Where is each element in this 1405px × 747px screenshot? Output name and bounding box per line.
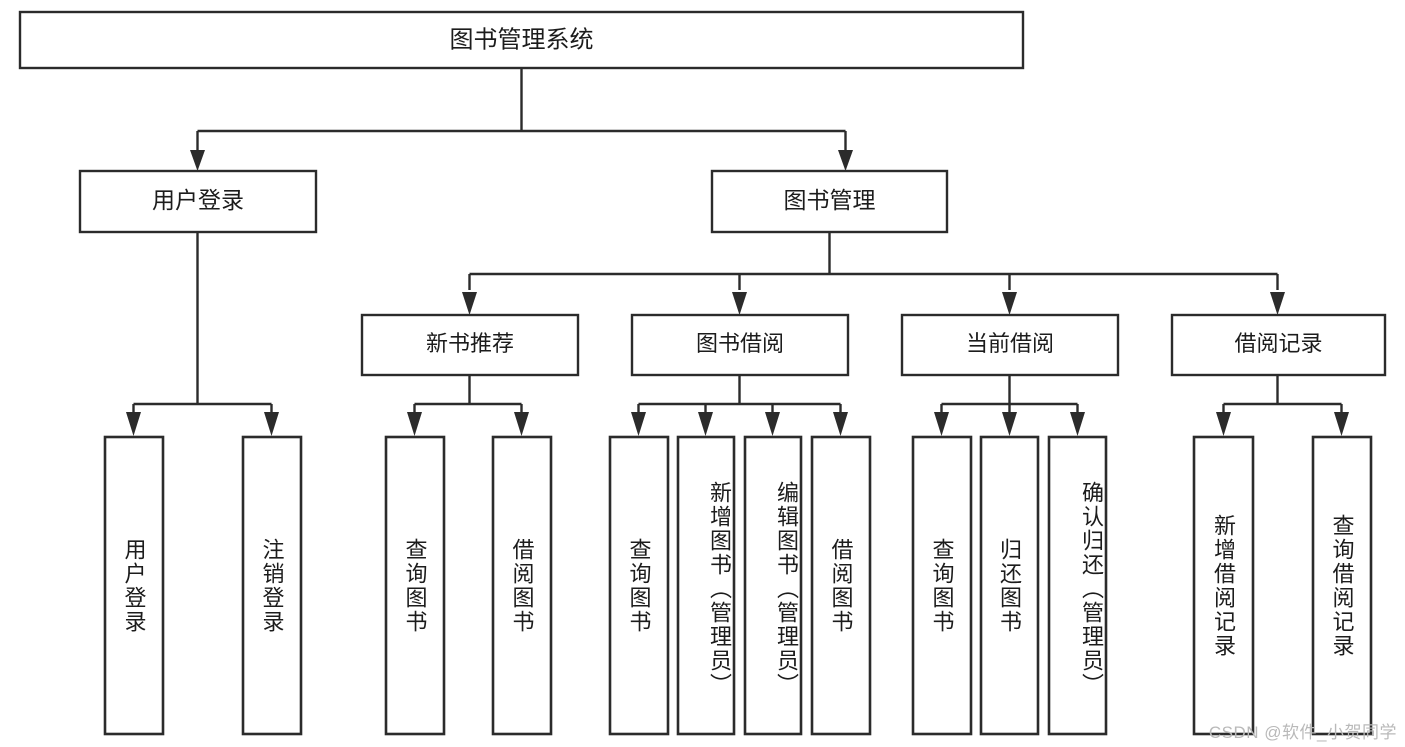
arrowhead-leaf-query-record (1334, 412, 1349, 436)
node-user-login-label: 用户登录 (152, 187, 244, 213)
leaf-return-book-box[interactable] (979, 435, 1040, 736)
node-root-box[interactable] (18, 10, 1025, 70)
node-root[interactable]: 图书管理系统 (18, 10, 1025, 70)
connector-layer (126, 68, 1349, 436)
node-new-book-recommend-label: 新书推荐 (426, 331, 514, 356)
node-new-book-recommend[interactable]: 新书推荐 (360, 313, 580, 377)
leaf-borrow-book-2-box[interactable] (810, 435, 872, 736)
arrowhead-leaf-logout-login (264, 412, 279, 436)
arrowhead-book-borrow (732, 292, 747, 315)
arrowhead-leaf-user-login (126, 412, 141, 436)
arrowhead-leaf-confirm-return (1070, 412, 1085, 436)
node-current-borrow[interactable]: 当前借阅 (900, 313, 1120, 377)
arrowhead-leaf-borrow-book-1 (514, 412, 529, 436)
node-book-manage[interactable]: 图书管理 (710, 169, 949, 234)
node-book-manage-label: 图书管理 (784, 187, 876, 213)
node-user-login-box[interactable] (78, 169, 318, 234)
csdn-watermark: CSDN @软件_小贺同学 (1208, 723, 1397, 742)
leaf-logout-login-box[interactable] (241, 435, 303, 736)
node-borrow-record-label: 借阅记录 (1234, 331, 1322, 356)
node-book-borrow-label: 图书借阅 (696, 331, 784, 356)
leaf-query-book-3-box[interactable] (911, 435, 973, 736)
node-new-book-recommend-box[interactable] (360, 313, 580, 377)
leaf-user-login-box[interactable] (103, 435, 165, 736)
arrowhead-leaf-add-book (698, 412, 713, 436)
node-borrow-record[interactable]: 借阅记录 (1170, 313, 1387, 377)
node-book-manage-box[interactable] (710, 169, 949, 234)
arrowhead-user-login (190, 150, 205, 171)
node-book-borrow-box[interactable] (630, 313, 850, 377)
node-book-borrow[interactable]: 图书借阅 (630, 313, 850, 377)
arrowhead-leaf-edit-book (765, 412, 780, 436)
leaf-box-layer (103, 435, 1373, 736)
arrowhead-leaf-borrow-book-2 (833, 412, 848, 436)
leaf-add-book-box[interactable] (676, 435, 736, 736)
arrowhead-leaf-query-book-1 (407, 412, 422, 436)
leaf-query-record-box[interactable] (1311, 435, 1373, 736)
arrowhead-book-manage (838, 150, 853, 171)
arrowhead-current-borrow (1002, 292, 1017, 315)
leaf-add-record-box[interactable] (1192, 435, 1255, 736)
leaf-edit-book-box[interactable] (743, 435, 803, 736)
node-borrow-record-box[interactable] (1170, 313, 1387, 377)
node-user-login[interactable]: 用户登录 (78, 169, 318, 234)
arrowhead-leaf-query-book-2 (631, 412, 646, 436)
node-current-borrow-label: 当前借阅 (966, 331, 1054, 356)
arrowhead-leaf-return-book (1002, 412, 1017, 436)
arrowhead-leaf-query-book-3 (934, 412, 949, 436)
arrowhead-new-book-recommend (462, 292, 477, 315)
node-root-label: 图书管理系统 (450, 26, 594, 53)
leaf-query-book-2-box[interactable] (608, 435, 670, 736)
leaf-borrow-book-1-box[interactable] (491, 435, 553, 736)
leaf-confirm-return-box[interactable] (1047, 435, 1108, 736)
leaf-query-book-1-box[interactable] (384, 435, 446, 736)
arrowhead-leaf-add-record (1216, 412, 1231, 436)
node-current-borrow-box[interactable] (900, 313, 1120, 377)
arrowhead-borrow-record (1270, 292, 1285, 315)
